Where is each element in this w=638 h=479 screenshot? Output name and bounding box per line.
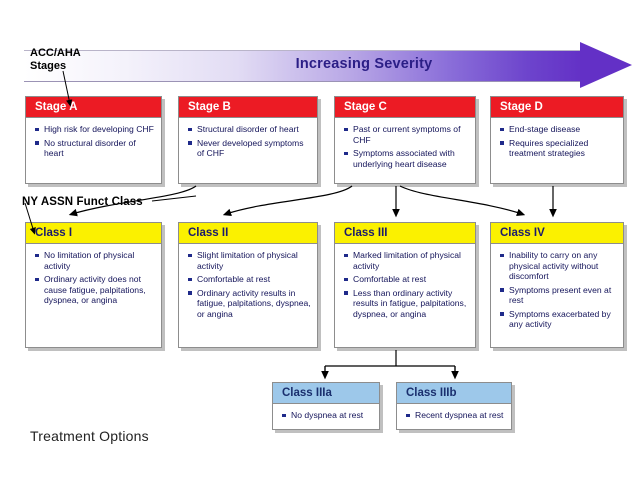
list-item: End-stage disease	[498, 124, 617, 135]
treatment-options-label: Treatment Options	[30, 428, 149, 444]
stage-a-body: High risk for developing CHF No structur…	[26, 118, 161, 167]
class-1-title: Class I	[26, 223, 161, 244]
list-item: Past or current symptoms of CHF	[342, 124, 469, 145]
class-4-card: Class IV Inability to carry on any physi…	[490, 222, 624, 348]
class-3-title: Class III	[335, 223, 475, 244]
class-2-body: Slight limitation of physical activity C…	[179, 244, 317, 327]
class-3a-body: No dyspnea at rest	[273, 404, 379, 429]
list-item: Less than ordinary activity results in f…	[342, 288, 469, 320]
stage-b-title: Stage B	[179, 97, 317, 118]
class-4-title: Class IV	[491, 223, 623, 244]
stage-d-title: Stage D	[491, 97, 623, 118]
class-2-card: Class II Slight limitation of physical a…	[178, 222, 318, 348]
stage-a-title: Stage A	[26, 97, 161, 118]
stage-d-card: Stage D End-stage disease Requires speci…	[490, 96, 624, 184]
leader-ny-horizontal	[151, 195, 197, 202]
stage-b-body: Structural disorder of heart Never devel…	[179, 118, 317, 167]
list-item: Symptoms present even at rest	[498, 285, 617, 306]
class-3b-body: Recent dyspnea at rest	[397, 404, 511, 429]
list-item: Slight limitation of physical activity	[186, 250, 311, 271]
list-item: High risk for developing CHF	[33, 124, 155, 135]
list-item: Recent dyspnea at rest	[404, 410, 505, 421]
stage-d-body: End-stage disease Requires specialized t…	[491, 118, 623, 167]
stage-a-card: Stage A High risk for developing CHF No …	[25, 96, 162, 184]
class-1-body: No limitation of physical activity Ordin…	[26, 244, 161, 314]
severity-arrow-head-icon	[580, 42, 632, 88]
class-3-body: Marked limitation of physical activity C…	[335, 244, 475, 327]
stage-c-body: Past or current symptoms of CHF Symptoms…	[335, 118, 475, 177]
class-4-body: Inability to carry on any physical activ…	[491, 244, 623, 338]
class-1-card: Class I No limitation of physical activi…	[25, 222, 162, 348]
class-2-title: Class II	[179, 223, 317, 244]
list-item: No dyspnea at rest	[280, 410, 373, 421]
arrow-stage-c-to-class-2	[222, 185, 353, 217]
acc-aha-label-line1: ACC/AHA	[30, 47, 81, 59]
list-item: Symptoms associated with underlying hear…	[342, 148, 469, 169]
acc-aha-label-line2: Stages	[30, 60, 67, 72]
increasing-severity-arrow: Increasing Severity	[24, 42, 634, 88]
bracket-class-3-to-subclasses	[324, 350, 456, 374]
ny-assn-funct-class-label: NY ASSN Funct Class	[22, 196, 143, 208]
class-3-card: Class III Marked limitation of physical …	[334, 222, 476, 348]
list-item: Symptoms exacerbated by any activity	[498, 309, 617, 330]
stage-c-card: Stage C Past or current symptoms of CHF …	[334, 96, 476, 184]
list-item: Comfortable at rest	[186, 274, 311, 285]
class-3b-card: Class IIIb Recent dyspnea at rest	[396, 382, 512, 430]
list-item: Requires specialized treatment strategie…	[498, 138, 617, 159]
list-item: Inability to carry on any physical activ…	[498, 250, 617, 282]
class-3a-card: Class IIIa No dyspnea at rest	[272, 382, 380, 430]
list-item: Structural disorder of heart	[186, 124, 311, 135]
list-item: Ordinary activity results in fatigue, pa…	[186, 288, 311, 320]
list-item: Comfortable at rest	[342, 274, 469, 285]
list-item: Marked limitation of physical activity	[342, 250, 469, 271]
severity-arrow-title: Increasing Severity	[295, 56, 433, 72]
arrow-stage-c-to-class-4	[399, 185, 526, 217]
list-item: No limitation of physical activity	[33, 250, 155, 271]
acc-aha-stages-label: ACC/AHA Stages	[30, 47, 150, 73]
stage-c-title: Stage C	[335, 97, 475, 118]
class-3a-title: Class IIIa	[273, 383, 379, 404]
severity-arrow-shaft	[24, 50, 584, 82]
list-item: No structural disorder of heart	[33, 138, 155, 159]
list-item: Ordinary activity does not cause fatigue…	[33, 274, 155, 306]
stage-b-card: Stage B Structural disorder of heart Nev…	[178, 96, 318, 184]
class-3b-title: Class IIIb	[397, 383, 511, 404]
list-item: Never developed symptoms of CHF	[186, 138, 311, 159]
